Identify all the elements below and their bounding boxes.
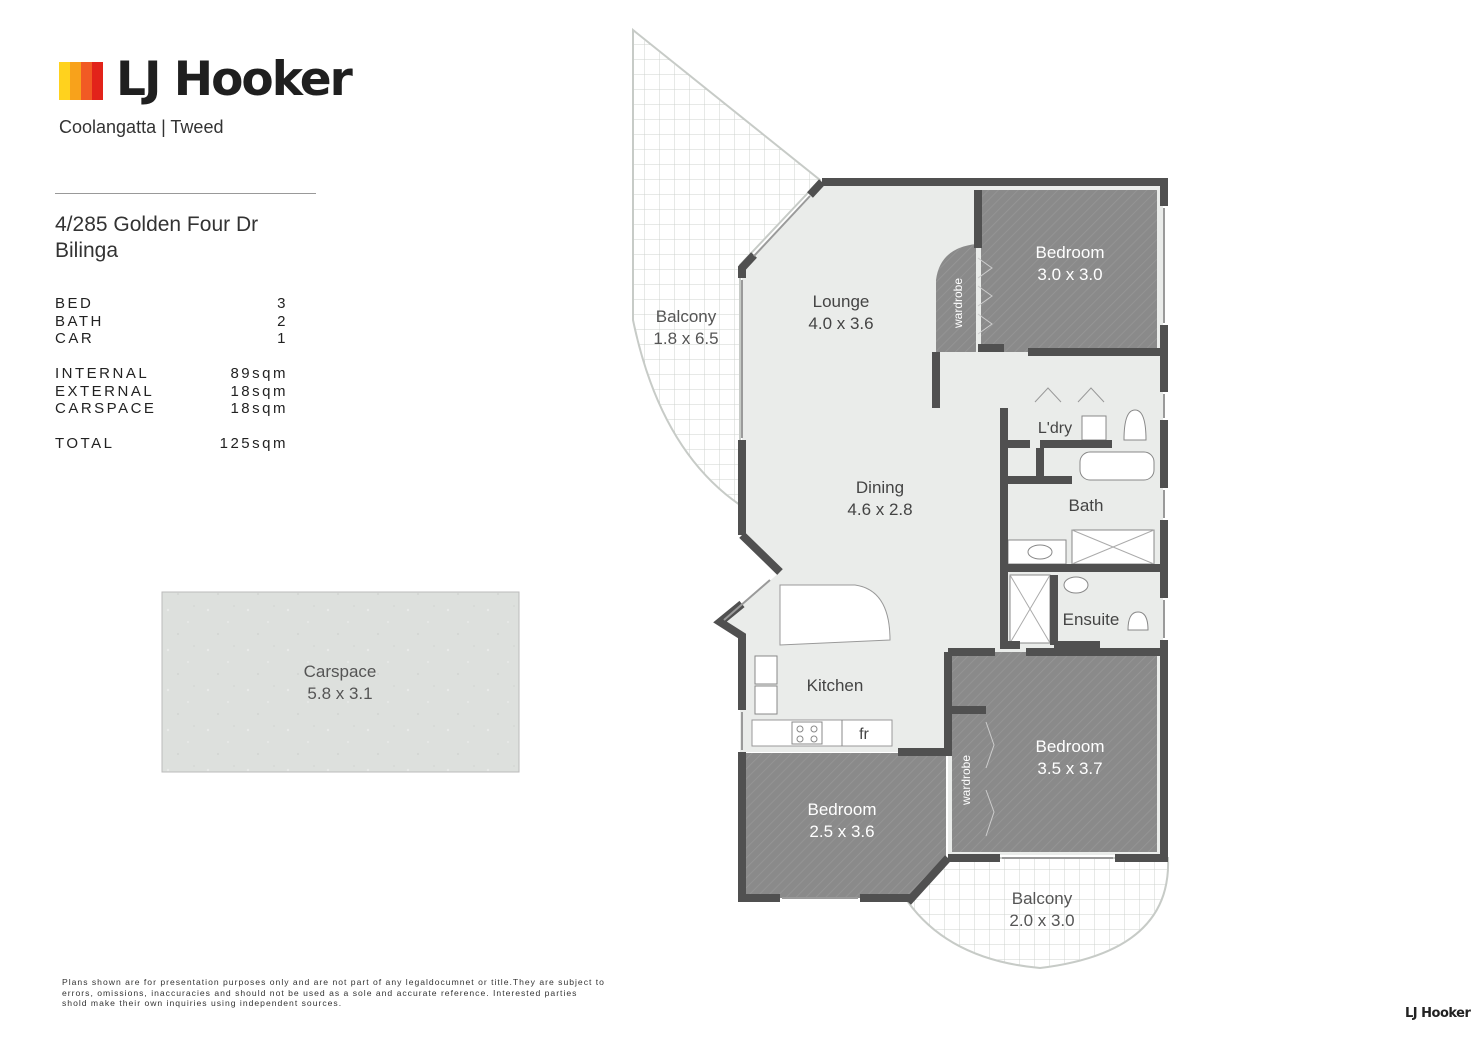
- balcony-west-label: Balcony: [656, 307, 717, 326]
- office-name: Coolangatta | Tweed: [59, 117, 224, 137]
- carspace-label: Carspace: [304, 662, 377, 681]
- shower-tray-icon: [1071, 529, 1155, 565]
- carspace-size: 5.8 x 3.1: [307, 684, 372, 703]
- wardrobe-bottom-label: wardrobe: [959, 755, 973, 806]
- spec-value: 18sqm: [230, 383, 288, 400]
- bedroom-right-size: 3.5 x 3.7: [1037, 759, 1102, 778]
- spec-label: BATH: [55, 313, 104, 330]
- spec-value: 3: [277, 295, 288, 312]
- brand-logo-mark: [59, 62, 103, 100]
- sink-left: [754, 655, 778, 685]
- spec-value: 1: [277, 330, 288, 347]
- bath-vanity: [1007, 539, 1067, 565]
- dining-label: Dining: [856, 478, 904, 497]
- bedroom-top-size: 3.0 x 3.0: [1037, 265, 1102, 284]
- wardrobe-top-label: wardrobe: [951, 278, 965, 329]
- bathtub: [1079, 451, 1155, 481]
- bedroom-bottom-label: Bedroom: [808, 800, 877, 819]
- carspace-area: [161, 591, 520, 773]
- spec-label: CARSPACE: [55, 400, 157, 417]
- cooktop: [791, 721, 823, 745]
- footer-logo: LJ Hooker: [1405, 1006, 1471, 1021]
- disclaimer: Plans shown are for presentation purpose…: [62, 977, 712, 1009]
- spec-value: 2: [277, 313, 288, 330]
- kitchen-bench: [779, 584, 891, 646]
- wardrobe-top-area: [936, 244, 976, 352]
- spec-total: TOTAL 125sqm: [55, 435, 288, 452]
- ensuite-basin-icon: [1063, 576, 1089, 594]
- bedroom-bottom-size: 2.5 x 3.6: [809, 822, 874, 841]
- bath-label: Bath: [1069, 496, 1104, 515]
- spec-label: TOTAL: [55, 435, 115, 452]
- spec-value: 125sqm: [219, 435, 288, 452]
- balcony-south-size: 2.0 x 3.0: [1009, 911, 1074, 930]
- wardrobe-bottom-area: [952, 710, 986, 852]
- lounge-label: Lounge: [813, 292, 870, 311]
- spec-car: CAR 1: [55, 330, 288, 347]
- address-line-2: Bilinga: [55, 239, 119, 262]
- dining-size: 4.6 x 2.8: [847, 500, 912, 519]
- divider: [55, 193, 316, 194]
- spec-carspace: CARSPACE 18sqm: [55, 400, 288, 417]
- spec-internal: INTERNAL 89sqm: [55, 365, 288, 382]
- spec-label: EXTERNAL: [55, 383, 155, 400]
- lounge-size: 4.0 x 3.6: [808, 314, 873, 333]
- logo-bar-yellow: [59, 62, 70, 100]
- disclaimer-line: errors, omissions, inaccuracies and shou…: [62, 987, 578, 998]
- burner-icon: [810, 735, 818, 743]
- laundry-label: L'dry: [1038, 420, 1072, 437]
- ensuite-label: Ensuite: [1063, 610, 1120, 629]
- balcony-west-size: 1.8 x 6.5: [653, 329, 718, 348]
- brand-name: LJ Hooker: [116, 52, 353, 107]
- spec-external: EXTERNAL 18sqm: [55, 383, 288, 400]
- bedroom-right-label: Bedroom: [1036, 737, 1105, 756]
- ensuite-toilet-icon: [1127, 611, 1149, 631]
- disclaimer-line: shold make their own inquiries using ind…: [62, 998, 343, 1009]
- toilet-icon: [1123, 409, 1147, 441]
- kitchen-label: Kitchen: [807, 676, 864, 695]
- bifold-door-icon: [1077, 387, 1105, 403]
- logo-bar-orange: [81, 62, 92, 100]
- burner-icon: [796, 725, 804, 733]
- logo-bar-red: [92, 62, 103, 100]
- shower-tray-icon: [1009, 574, 1051, 644]
- bedroom-top-area: [981, 190, 1157, 352]
- bifold-door-icon: [1034, 387, 1062, 403]
- bedroom-bottom-area: [746, 753, 946, 898]
- walls: [713, 178, 1168, 905]
- sink-right: [754, 685, 778, 715]
- spec-label: BED: [55, 295, 94, 312]
- windows: [723, 195, 1165, 899]
- bedroom-top-label: Bedroom: [1036, 243, 1105, 262]
- spec-bath: BATH 2: [55, 313, 288, 330]
- wardrobe-door-icon: [985, 721, 995, 837]
- burner-icon: [796, 735, 804, 743]
- burner-icon: [810, 725, 818, 733]
- laundry-tub: [1081, 415, 1107, 441]
- address-line-1: 4/285 Golden Four Dr: [55, 213, 259, 236]
- fridge-label: fr: [859, 726, 869, 743]
- spec-bed: BED 3: [55, 295, 288, 312]
- wardrobe-door-icon: [977, 257, 993, 335]
- basin-icon: [1027, 544, 1053, 560]
- balcony-south-area: [906, 857, 1170, 970]
- spec-value: 18sqm: [230, 400, 288, 417]
- disclaimer-line: Plans shown are for presentation purpose…: [62, 977, 605, 987]
- balcony-south-label: Balcony: [1012, 889, 1073, 908]
- spec-value: 89sqm: [230, 365, 288, 382]
- spec-label: INTERNAL: [55, 365, 150, 382]
- logo-bar-amber: [70, 62, 81, 100]
- bedroom-right-area: [952, 652, 1157, 852]
- spec-label: CAR: [55, 330, 95, 347]
